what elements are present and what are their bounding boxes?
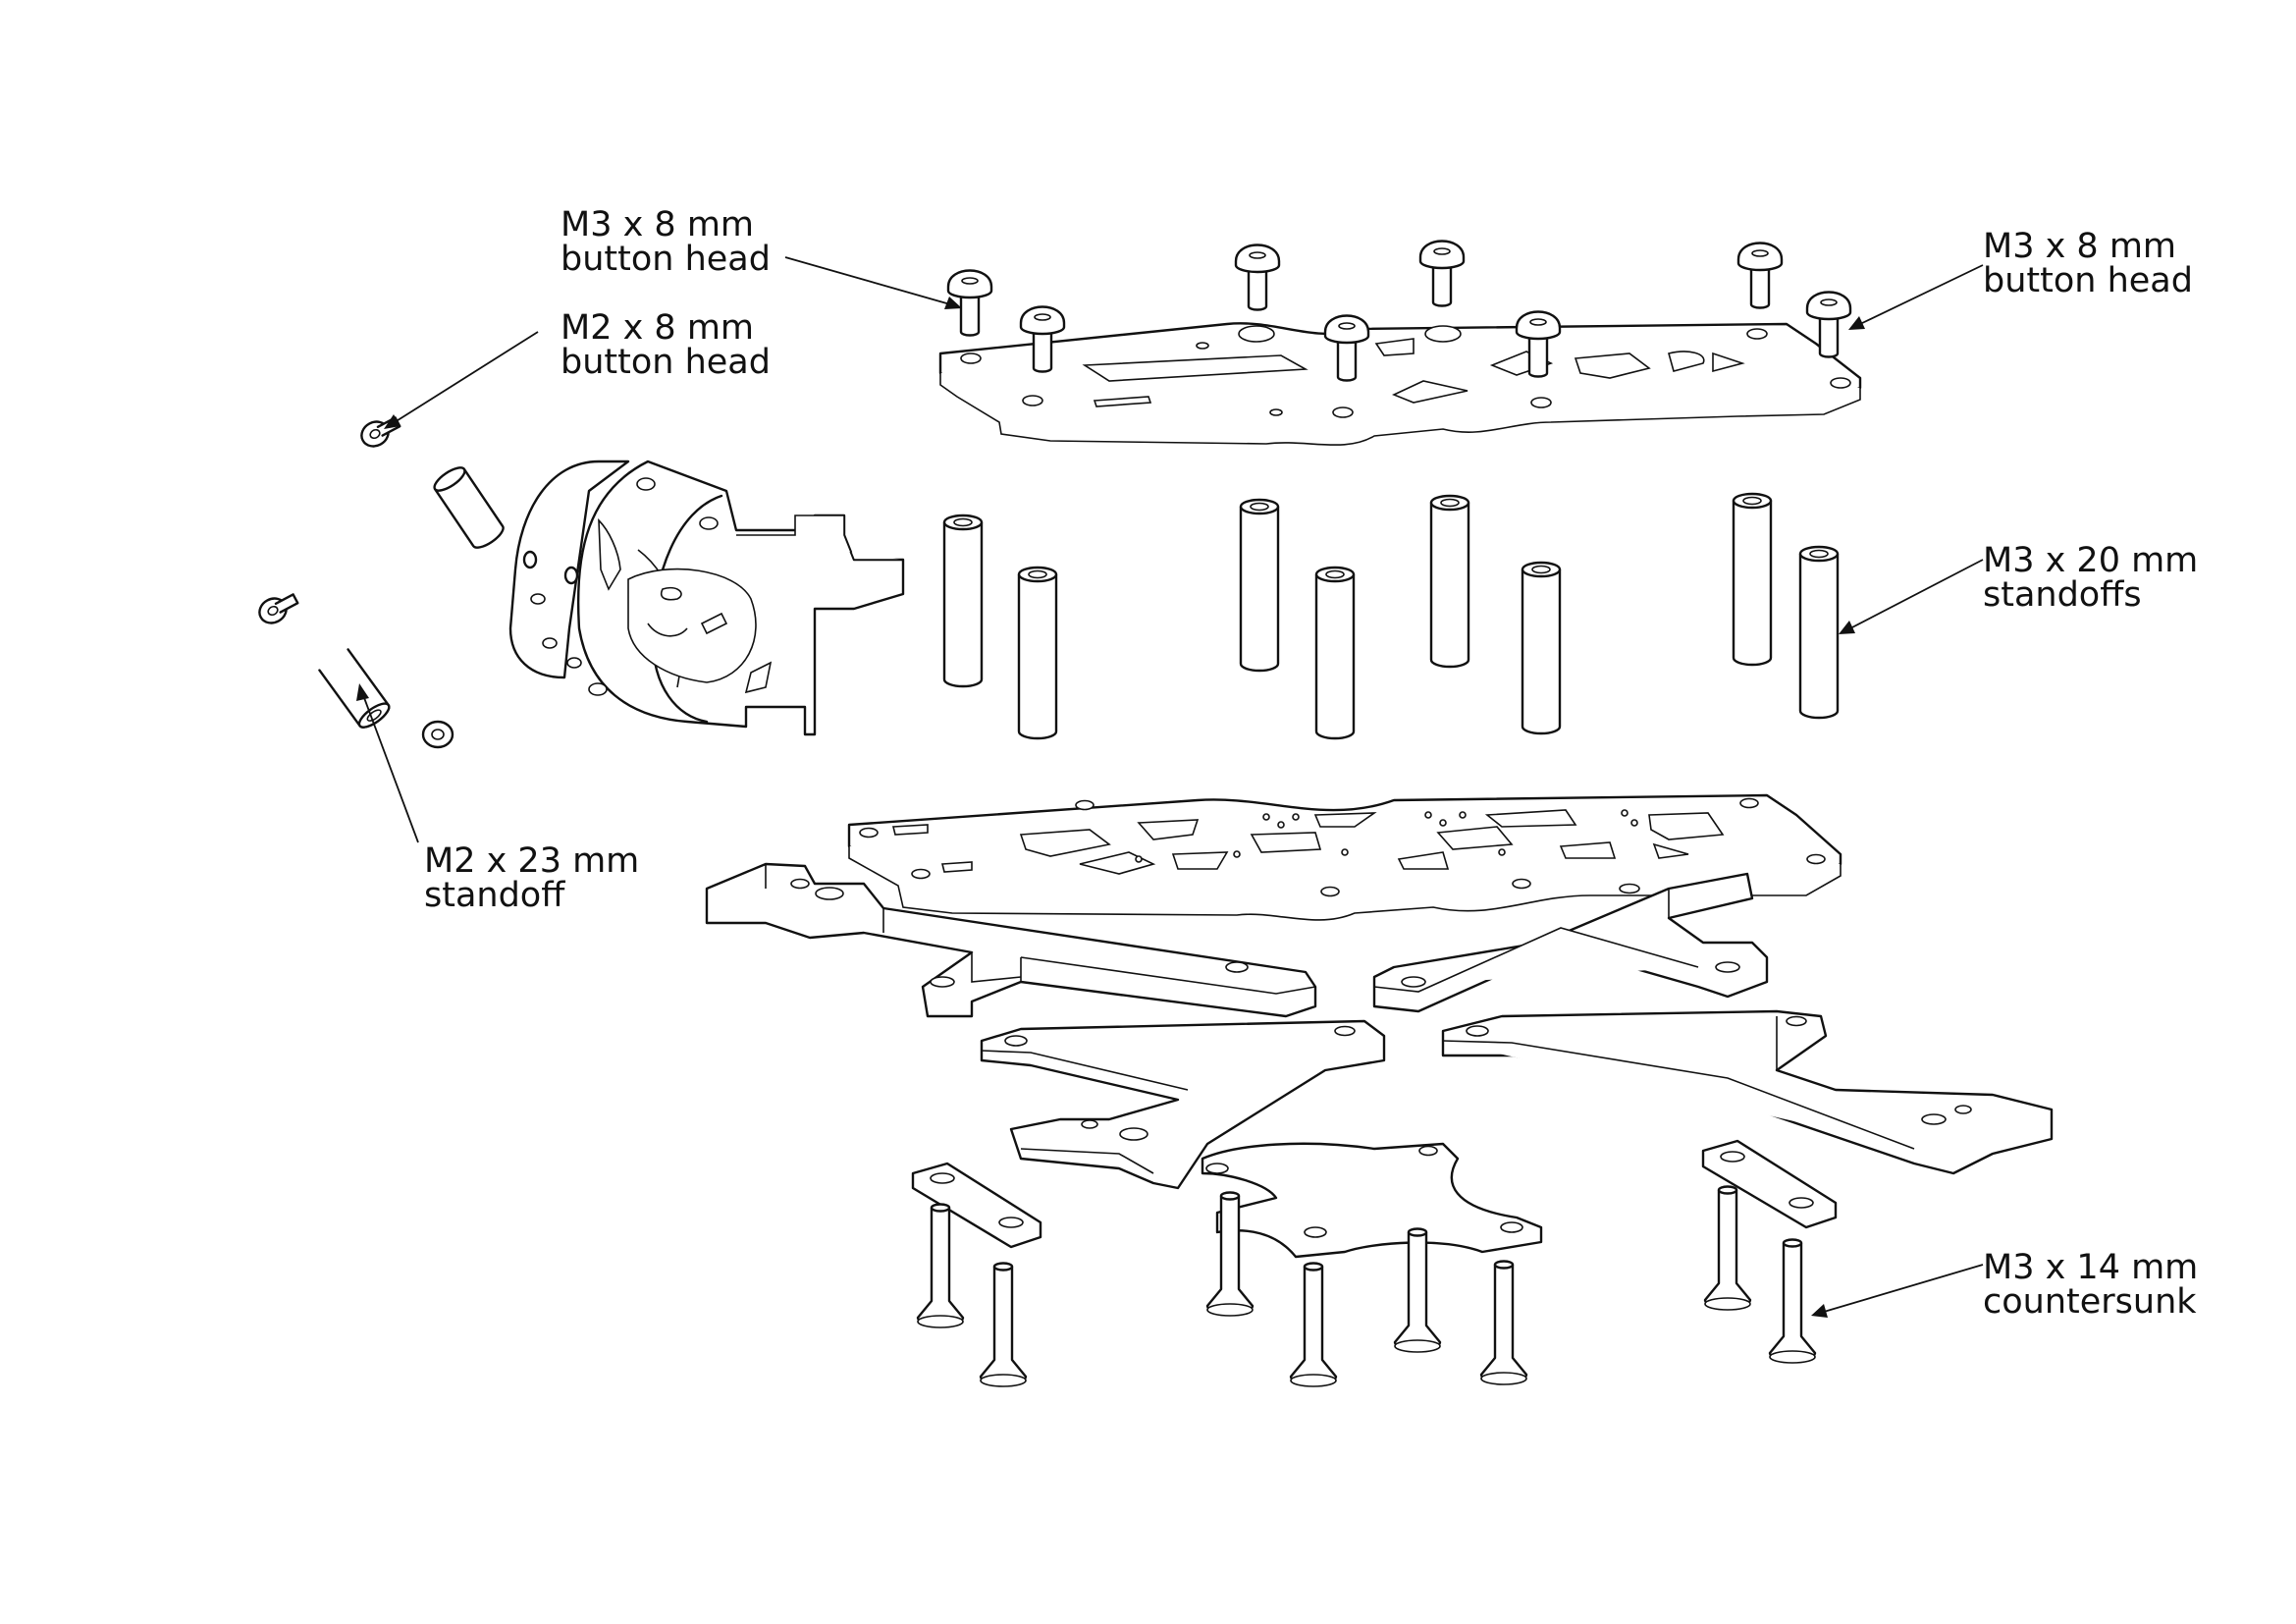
arm-front-right (1372, 872, 1769, 1013)
label-line: standoff (424, 876, 565, 915)
m3-20mm-standoffs (942, 492, 1840, 740)
label-m2-8mm: M2 x 8 mm button head (561, 308, 771, 382)
label-m3-8mm-left: M3 x 8 mm button head (561, 205, 771, 279)
label-line: button head (561, 343, 771, 382)
arm-rear-right (1441, 1009, 2054, 1175)
leader-lines (356, 256, 1984, 1318)
label-line: countersunk (1983, 1282, 2197, 1322)
label-m3-20mm: M3 x 20 mm standoffs (1983, 541, 2198, 615)
bottom-guard-center (1201, 1142, 1543, 1259)
label-line: standoffs (1983, 575, 2142, 615)
label-line: M3 x 14 mm (1983, 1248, 2198, 1287)
bottom-guard-right (1701, 1139, 1838, 1229)
bottom-plate (847, 793, 1842, 921)
label-line: button head (561, 240, 771, 279)
label-line: M2 x 8 mm (561, 308, 754, 348)
label-line: M3 x 8 mm (561, 205, 754, 244)
label-line: M3 x 8 mm (1983, 227, 2176, 266)
label-line: button head (1983, 261, 2193, 300)
label-line: M2 x 23 mm (424, 841, 639, 881)
label-m3-14mm: M3 x 14 mm countersunk (1983, 1248, 2198, 1322)
label-m2-23mm: M2 x 23 mm standoff (424, 841, 639, 915)
label-m3-8mm-right: M3 x 8 mm button head (1983, 227, 2193, 300)
arm-front-left (705, 862, 1317, 1018)
top-plate (938, 322, 1862, 446)
arm-rear-left (980, 1019, 1386, 1190)
camera-mount-assembly (508, 460, 905, 736)
bottom-guard-left (911, 1162, 1042, 1249)
m2-standoffs (318, 466, 505, 729)
label-line: M3 x 20 mm (1983, 541, 2198, 580)
